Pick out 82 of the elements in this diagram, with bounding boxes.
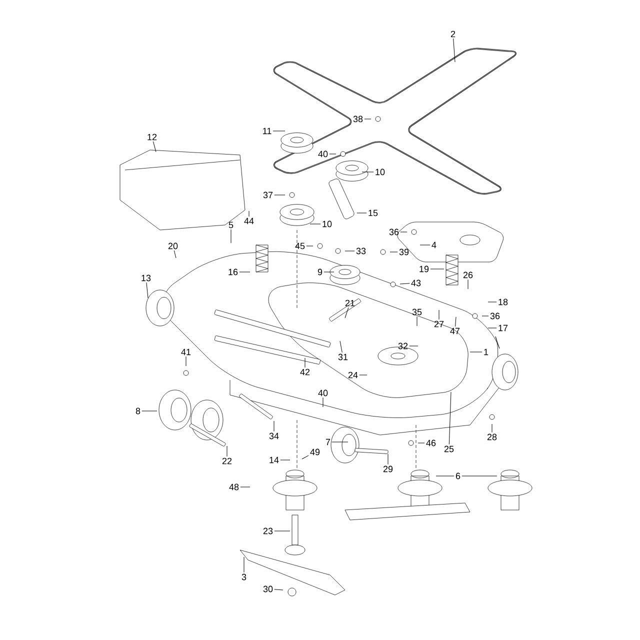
callout-number: 20	[168, 242, 178, 250]
leader-line	[142, 410, 158, 412]
callout-number: 49	[310, 448, 320, 456]
leader-line	[356, 212, 367, 214]
callout-number: 48	[229, 484, 239, 490]
callout-number: 29	[383, 466, 393, 472]
callout-number: 31	[338, 354, 348, 360]
callout-number: 15	[368, 210, 378, 216]
callout-number: 9	[318, 268, 322, 276]
callout-number: 39	[399, 248, 409, 256]
leader-line	[344, 250, 355, 252]
callout-number: 18	[498, 298, 508, 306]
callout-number: 2	[450, 30, 456, 38]
leader-line	[146, 282, 148, 298]
callout-number: 28	[487, 434, 497, 440]
callout-number: 5	[228, 222, 234, 228]
callout-number: 8	[136, 408, 140, 414]
callout-number: 27	[434, 320, 444, 328]
callout-number: 45	[295, 242, 305, 250]
callout-number: 22	[222, 458, 232, 464]
leader-line	[272, 130, 286, 132]
leader-line	[302, 455, 309, 460]
leader-line	[400, 283, 410, 284]
leader-line	[304, 358, 306, 368]
leader-line	[420, 244, 430, 246]
leader-line	[364, 118, 372, 120]
callout-number: 32	[398, 342, 408, 350]
callout-number: 19	[420, 266, 429, 272]
callout-number: 37	[263, 192, 273, 198]
leader-line	[430, 268, 444, 270]
callout-number: 10	[376, 168, 385, 176]
callout-number: 47	[450, 328, 460, 334]
leader-line	[344, 307, 349, 318]
callout-number: 21	[345, 300, 355, 306]
leader-line	[248, 210, 250, 217]
callout-number: 33	[356, 248, 366, 254]
callout-number: 4	[432, 242, 436, 248]
leader-line	[453, 38, 456, 62]
callout-number: 13	[142, 274, 151, 282]
callout-number: 44	[244, 218, 254, 224]
callout-number: 40	[318, 390, 328, 396]
callout-number: 42	[300, 368, 310, 376]
leader-line	[418, 442, 425, 444]
callout-number: 38	[353, 116, 363, 122]
leader-line	[152, 141, 156, 152]
callout-number: 36	[389, 228, 399, 236]
leader-line	[455, 316, 456, 327]
callout-number: 1	[484, 348, 488, 356]
callout-number: 41	[181, 348, 191, 356]
callout-number: 14	[270, 456, 279, 464]
leader-line	[274, 589, 284, 590]
callout-number: 6	[456, 472, 460, 480]
leader-line	[240, 486, 250, 488]
leader-line	[416, 316, 418, 326]
callout-number: 25	[444, 446, 454, 452]
leader-line	[322, 397, 324, 408]
callout-number: 23	[263, 528, 273, 534]
callout-number: 24	[348, 372, 358, 378]
leader-line	[174, 250, 176, 258]
leader-line	[359, 374, 368, 376]
leader-line	[438, 310, 440, 320]
leader-line	[340, 340, 342, 353]
leader-line	[230, 229, 232, 244]
callout-number: 35	[412, 308, 422, 316]
callout-number: 3	[242, 574, 246, 580]
callout-number: 46	[426, 440, 436, 446]
callout-number: 40	[318, 150, 328, 158]
leader-line	[226, 446, 228, 457]
callout-number: 30	[263, 586, 273, 592]
callout-number: 26	[463, 272, 473, 278]
callout-number: 34	[269, 432, 279, 440]
callout-number: 36	[490, 312, 500, 320]
callout-number: 11	[263, 128, 272, 134]
callout-number: 10	[322, 220, 332, 228]
callout-number: 12	[148, 134, 157, 140]
callout-number: 43	[411, 280, 421, 286]
callout-number: 16	[228, 268, 238, 276]
leader-line	[274, 530, 290, 532]
leader-line	[274, 194, 286, 196]
callout-number: 17	[498, 324, 508, 332]
callout-number: 7	[326, 438, 330, 446]
leader-line	[448, 392, 452, 445]
